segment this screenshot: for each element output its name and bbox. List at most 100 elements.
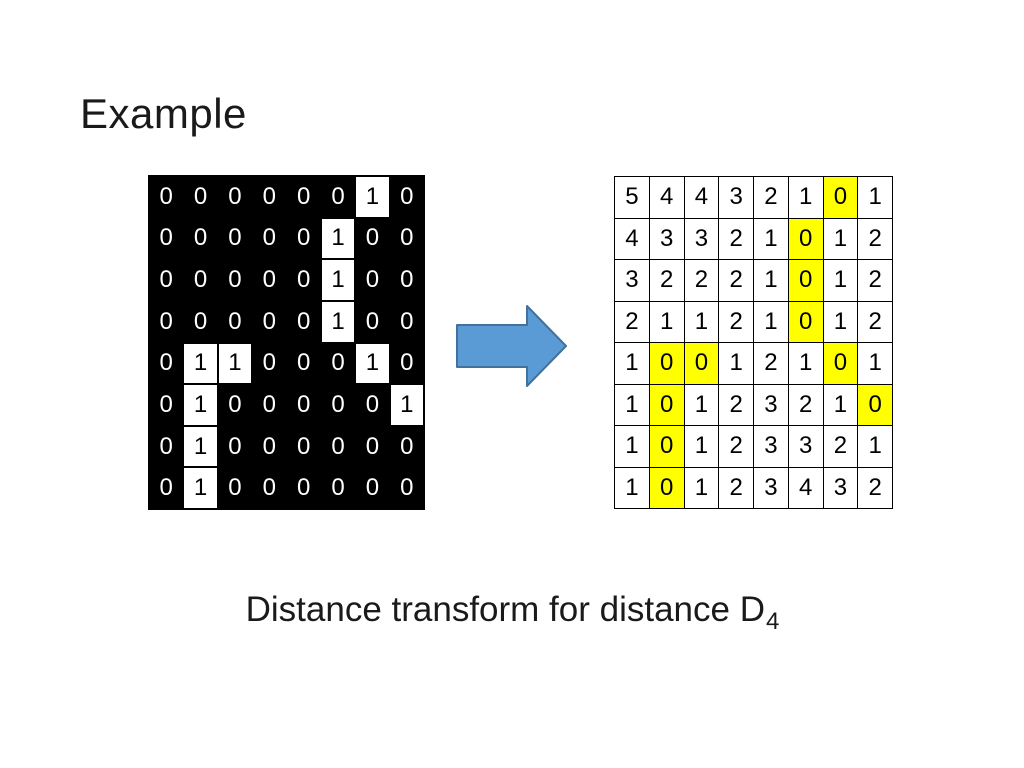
caption-text: Distance transform for distance D <box>245 590 765 629</box>
distance-cell: 3 <box>788 426 824 468</box>
binary-cell: 0 <box>228 432 242 460</box>
distance-cell: 2 <box>788 384 824 426</box>
binary-cell: 0 <box>400 266 414 294</box>
binary-cell: 0 <box>297 266 311 294</box>
distance-cell: 0 <box>649 467 685 509</box>
distance-cell: 1 <box>615 384 650 426</box>
binary-cell: 0 <box>297 390 311 418</box>
binary-cell: 1 <box>355 176 390 218</box>
binary-cell: 0 <box>331 432 345 460</box>
right-arrow-icon <box>455 303 569 389</box>
distance-cell: 4 <box>649 177 685 219</box>
distance-cell: 3 <box>615 260 650 302</box>
distance-cell: 2 <box>858 467 893 509</box>
distance-cell: 2 <box>719 301 754 343</box>
distance-cell: 1 <box>649 301 685 343</box>
distance-cell: 0 <box>649 343 685 385</box>
distance-cell: 1 <box>823 218 859 260</box>
binary-cell: 0 <box>365 390 380 418</box>
binary-cell: 0 <box>262 390 276 418</box>
distance-cell: 0 <box>858 384 893 426</box>
distance-cell: 1 <box>823 301 859 343</box>
distance-cell: 2 <box>858 301 893 343</box>
binary-cell: 1 <box>183 384 218 426</box>
binary-cell: 0 <box>159 474 173 502</box>
distance-cell: 2 <box>649 260 685 302</box>
distance-cell: 1 <box>754 218 789 260</box>
distance-cell: 0 <box>823 343 859 385</box>
distance-cell: 1 <box>823 260 859 302</box>
slide-title: Example <box>80 90 247 137</box>
distance-cell: 1 <box>754 260 789 302</box>
distance-cell: 2 <box>719 384 754 426</box>
binary-cell: 0 <box>400 474 414 502</box>
caption: Distance transform for distance D4 <box>0 590 1024 635</box>
binary-cell: 0 <box>193 224 208 252</box>
binary-cell: 0 <box>193 182 208 210</box>
distance-cell: 0 <box>649 426 685 468</box>
binary-cell: 0 <box>262 182 276 210</box>
distance-cell: 0 <box>788 218 824 260</box>
binary-cell: 0 <box>297 224 311 252</box>
distance-cell: 1 <box>719 343 754 385</box>
binary-cell: 0 <box>262 474 276 502</box>
binary-cell: 0 <box>297 474 311 502</box>
binary-cell: 0 <box>228 474 242 502</box>
binary-cell: 0 <box>193 266 208 294</box>
distance-cell: 0 <box>823 177 859 219</box>
binary-cell: 0 <box>262 224 276 252</box>
distance-cell: 2 <box>858 218 893 260</box>
distance-cell: 1 <box>615 467 650 509</box>
distance-cell: 1 <box>754 301 789 343</box>
distance-cell: 3 <box>719 177 754 219</box>
distance-cell: 2 <box>684 260 720 302</box>
binary-cell: 0 <box>228 390 242 418</box>
distance-cell: 3 <box>754 426 789 468</box>
binary-cell: 0 <box>400 182 414 210</box>
caption-subscript: 4 <box>766 608 780 635</box>
distance-cell: 5 <box>615 177 650 219</box>
distance-cell: 0 <box>788 301 824 343</box>
binary-cell: 0 <box>228 307 242 335</box>
distance-cell: 1 <box>615 343 650 385</box>
binary-cell: 1 <box>320 217 356 260</box>
binary-cell: 0 <box>365 266 380 294</box>
distance-cell: 2 <box>719 467 754 509</box>
distance-cell: 1 <box>615 426 650 468</box>
binary-cell: 0 <box>331 182 345 210</box>
distance-cell: 1 <box>858 426 893 468</box>
binary-cell: 0 <box>159 432 173 460</box>
binary-cell: 0 <box>297 432 311 460</box>
binary-cell: 0 <box>365 474 380 502</box>
binary-cell: 0 <box>297 182 311 210</box>
distance-cell: 3 <box>649 218 685 260</box>
distance-cell: 3 <box>754 384 789 426</box>
binary-cell: 0 <box>159 390 173 418</box>
binary-cell: 0 <box>159 224 173 252</box>
distance-cell: 4 <box>788 467 824 509</box>
binary-cell: 0 <box>159 182 173 210</box>
binary-cell: 1 <box>183 425 218 468</box>
distance-cell: 2 <box>823 426 859 468</box>
binary-cell: 1 <box>183 467 218 509</box>
distance-cell: 1 <box>858 177 893 219</box>
distance-cell: 4 <box>615 218 650 260</box>
distance-cell: 2 <box>754 177 789 219</box>
distance-cell: 3 <box>754 467 789 509</box>
binary-cell: 0 <box>262 432 276 460</box>
binary-cell: 1 <box>320 300 356 343</box>
distance-cell: 4 <box>684 177 720 219</box>
binary-cell: 0 <box>331 390 345 418</box>
binary-cell: 0 <box>262 349 276 377</box>
binary-cell: 0 <box>228 182 242 210</box>
binary-cell: 1 <box>320 259 356 301</box>
distance-cell: 1 <box>788 343 824 385</box>
binary-cell: 1 <box>217 342 253 385</box>
binary-cell: 0 <box>262 307 276 335</box>
distance-cell: 1 <box>684 301 720 343</box>
distance-cell: 2 <box>719 260 754 302</box>
binary-cell: 0 <box>297 307 311 335</box>
